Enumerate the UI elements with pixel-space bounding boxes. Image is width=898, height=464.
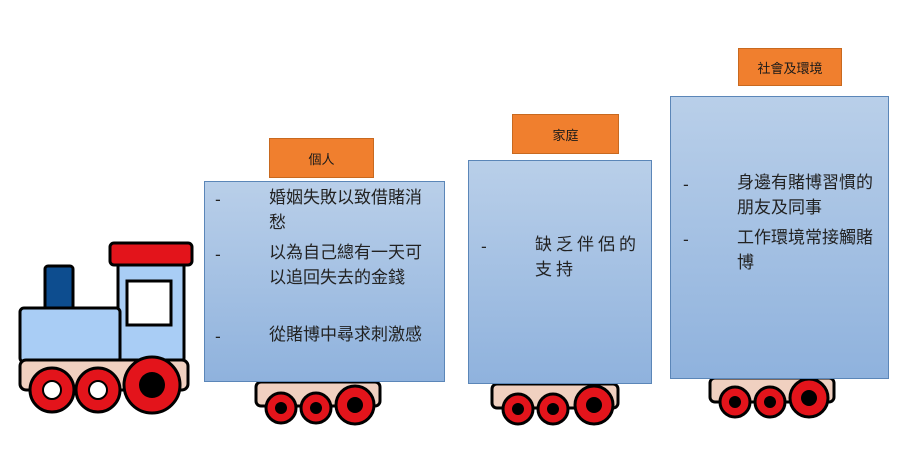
car-wheels-personal [254, 380, 382, 426]
engine-boiler [18, 306, 122, 364]
cause-item: 婚姻失敗以致借賭消愁 [269, 188, 422, 233]
bullet: - [683, 175, 689, 194]
car-label-personal: 個人 [269, 138, 374, 178]
car-body-family: - 缺乏伴侶的支持 [468, 160, 652, 384]
locomotive-engine [18, 241, 194, 415]
car-wheels-family [490, 382, 620, 426]
car-body-personal: - 婚姻失敗以致借賭消愁 - 以為自己總有一天可以追回失去的金錢 - 從賭博中尋… [204, 181, 445, 382]
wheel-hub [139, 372, 165, 398]
cause-item: 缺乏伴侶的支持 [535, 235, 640, 280]
chimney [43, 264, 75, 314]
car-wheels-social [708, 376, 836, 419]
bullet: - [215, 327, 221, 346]
bullet: - [215, 190, 221, 209]
cause-item: 身邊有賭博習慣的朋友及同事 [737, 173, 873, 218]
wheel-hub [42, 380, 62, 400]
car-body-social: - 身邊有賭博習慣的朋友及同事 - 工作環境常接觸賭博 [670, 96, 889, 379]
bullet: - [683, 230, 689, 249]
car-label-social: 社會及環境 [738, 48, 842, 86]
engine-wheels [28, 355, 182, 415]
engine-window [125, 279, 173, 327]
bullet: - [481, 237, 487, 256]
engine-roof [108, 241, 194, 267]
cause-item: 以為自己總有一天可以追回失去的金錢 [269, 243, 422, 288]
cause-item: 從賭博中尋求刺激感 [269, 325, 422, 345]
bullet: - [215, 245, 221, 264]
cause-item: 工作環境常接觸賭博 [737, 228, 873, 273]
wheel-hub [88, 380, 108, 400]
car-label-family: 家庭 [512, 114, 619, 154]
